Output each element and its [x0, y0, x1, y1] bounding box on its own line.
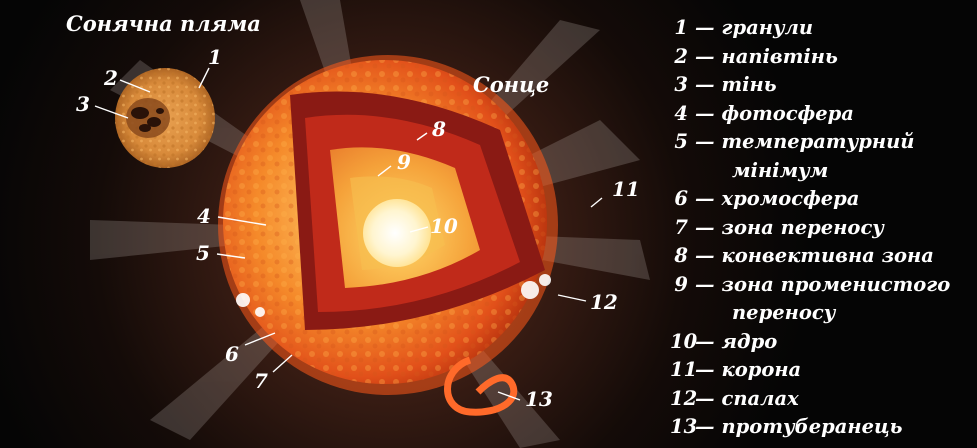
diagram-label-5: 5	[196, 241, 210, 265]
legend-continuation: мінімум	[732, 158, 829, 182]
legend-num: 8	[674, 244, 688, 267]
legend-num: 7	[674, 215, 688, 239]
legend-item: 7 —зона переносу	[670, 214, 970, 243]
legend-num: 2	[674, 44, 688, 68]
diagram-label-7: 7	[254, 369, 268, 393]
legend-dash: —	[695, 101, 715, 125]
legend-dash: —	[695, 329, 715, 353]
legend-text: хромосфера	[721, 187, 860, 210]
legend-num: 12	[670, 386, 698, 410]
legend-item: 2 —напівтінь	[670, 43, 970, 72]
legend-dash: —	[695, 73, 715, 96]
legend-num: 11	[670, 358, 698, 381]
diagram-label-6: 6	[225, 342, 239, 366]
diagram-label-9: 9	[397, 150, 411, 174]
legend-text: зона переносу	[721, 215, 884, 239]
legend-text: ядро	[721, 329, 778, 353]
legend-item: 1 — гранули	[670, 14, 970, 43]
diagram-label-2: 2	[104, 66, 118, 90]
legend-dash: —	[695, 215, 715, 239]
legend-text: гранули	[721, 16, 814, 39]
diagram-label-4: 4	[197, 204, 211, 228]
diagram-label-11: 11	[612, 177, 640, 201]
legend-item: 6 — хромосфера	[670, 185, 970, 214]
legend-item: 12—спалах	[670, 385, 970, 414]
diagram-label-10: 10	[430, 214, 458, 238]
legend-text: температурний	[721, 130, 915, 153]
legend-item: 11— корона	[670, 356, 970, 385]
legend-dash: —	[695, 44, 715, 68]
diagram-label-12: 12	[590, 290, 618, 314]
legend-text: зона променистого	[721, 272, 951, 296]
legend-dash: —	[695, 272, 715, 296]
legend-num: 6	[674, 187, 688, 210]
legend-item: 3 — тінь	[670, 71, 970, 100]
legend-num: 5	[674, 130, 688, 153]
legend-dash: —	[695, 16, 715, 39]
legend-item: 10—ядро	[670, 328, 970, 357]
legend-num: 3	[674, 73, 688, 96]
legend-text: тінь	[721, 73, 777, 96]
legend-text: конвективна зона	[721, 244, 934, 267]
legend-dash: —	[695, 386, 715, 410]
diagram-label-13: 13	[525, 387, 553, 411]
diagram-label-3: 3	[76, 92, 90, 116]
legend-item: 13— протуберанець	[670, 413, 970, 442]
legend-text: фотосфера	[721, 101, 854, 125]
legend-dash: —	[695, 130, 715, 153]
legend-text: протуберанець	[721, 415, 903, 438]
legend-text: корона	[721, 358, 802, 381]
diagram-label-1: 1	[208, 45, 222, 69]
legend-num: 10	[670, 329, 698, 353]
legend-dash: —	[695, 244, 715, 267]
legend-item: 5 — температурний	[670, 128, 970, 157]
legend-num: 9	[674, 272, 688, 296]
legend-item: 8 — конвективна зона	[670, 242, 970, 271]
legend: 1—гранули 2—напівтінь 3—тінь 4—фотосфера…	[670, 14, 970, 442]
diagram-label-8: 8	[432, 117, 446, 141]
legend-dash: —	[695, 187, 715, 210]
legend-text: спалах	[721, 386, 799, 410]
legend-num: 13	[670, 415, 698, 438]
legend-num: 4	[674, 101, 688, 125]
legend-text: напівтінь	[721, 44, 838, 68]
legend-item: 4 —фотосфера	[670, 100, 970, 129]
legend-continuation: переносу	[732, 301, 836, 324]
legend-dash: —	[695, 415, 715, 438]
legend-item: 9 —зона променистого	[670, 271, 970, 300]
legend-num: 1	[674, 16, 688, 39]
sun-title: Сонце	[473, 72, 550, 97]
sunspot-title: Сонячна пляма	[66, 11, 261, 36]
legend-dash: —	[695, 358, 715, 381]
